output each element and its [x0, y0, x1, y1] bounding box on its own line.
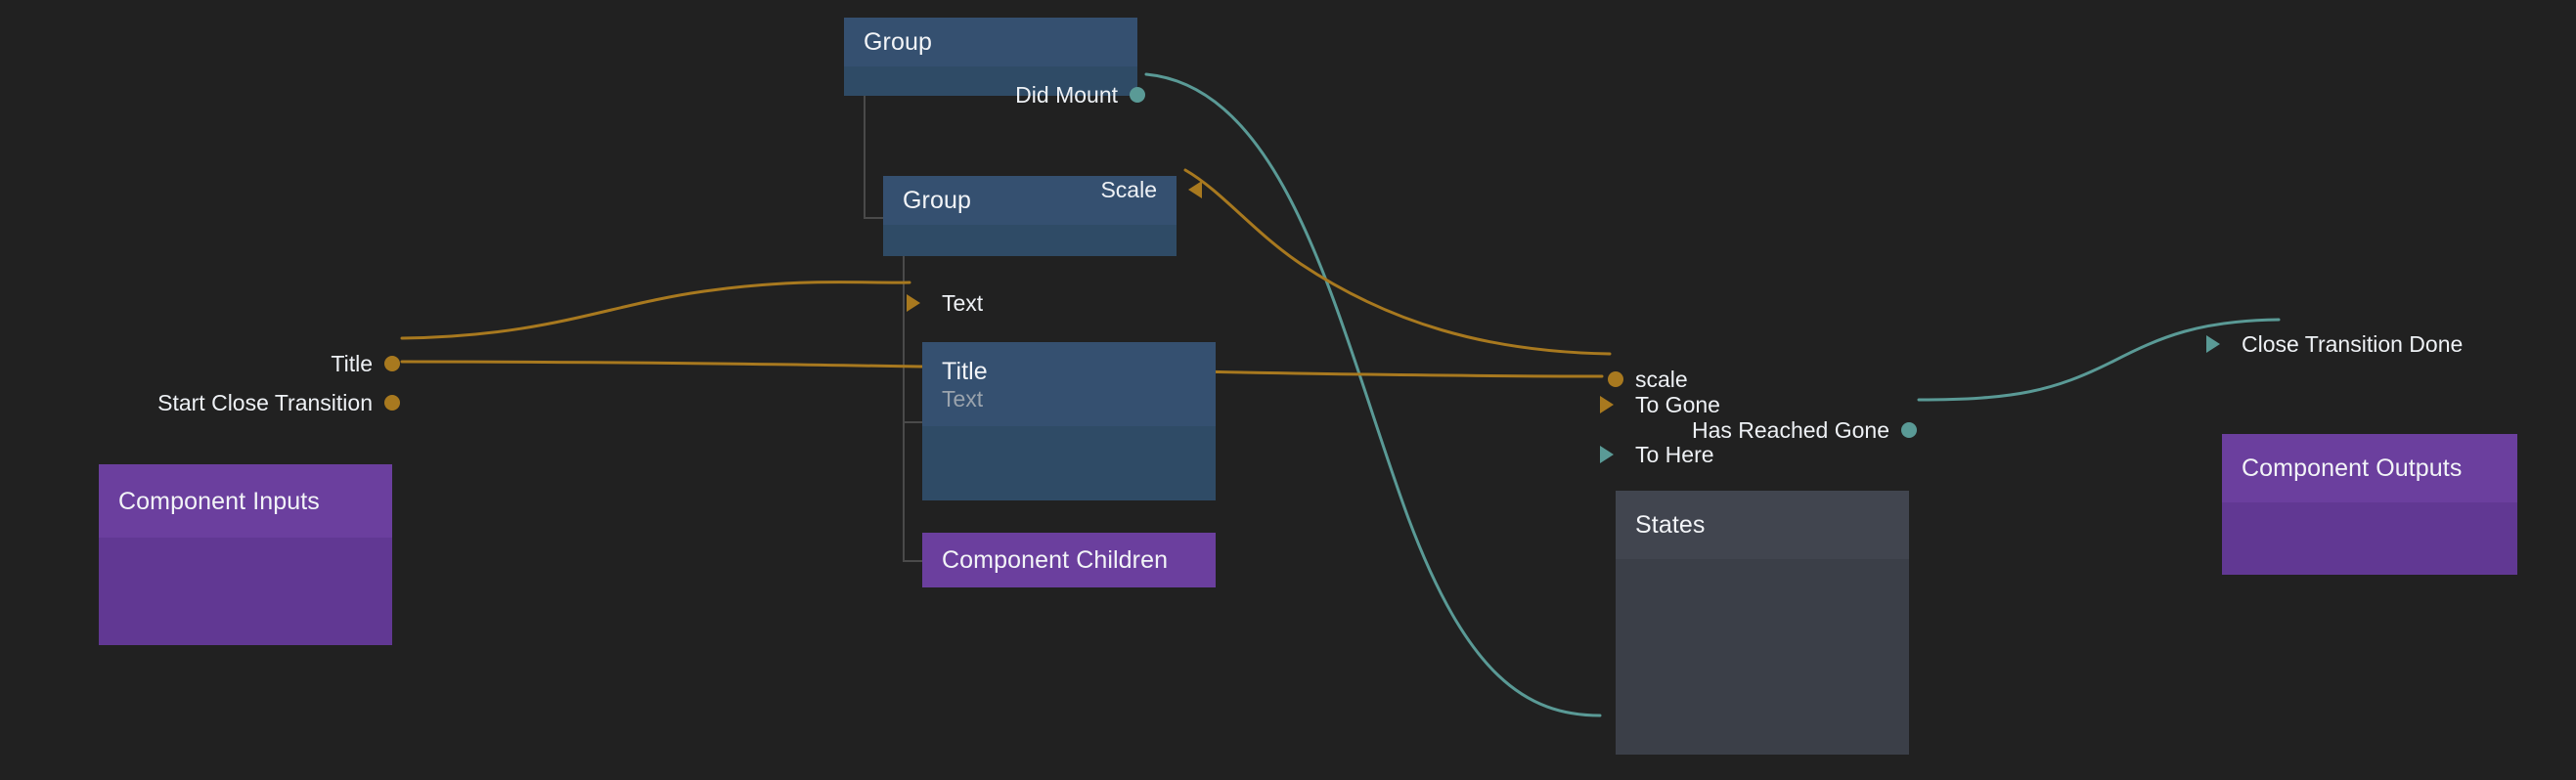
- node-title: States: [1635, 511, 1706, 539]
- port-row[interactable]: To Here: [1600, 440, 1909, 469]
- port-row[interactable]: Title: [99, 349, 400, 378]
- hierarchy-line-horizontal: [903, 560, 922, 562]
- port-arrow-icon[interactable]: [1188, 181, 1202, 198]
- port-row[interactable]: Has Reached Gone: [1616, 415, 1917, 445]
- node-title: Component Inputs: [118, 487, 320, 515]
- port-row[interactable]: Did Mount: [844, 80, 1145, 109]
- port-label: Did Mount: [1015, 81, 1118, 108]
- port-row[interactable]: To Gone: [1600, 390, 1909, 419]
- port-label: To Gone: [1635, 391, 1720, 417]
- node-body: [844, 66, 1137, 96]
- hierarchy-line-horizontal: [864, 217, 883, 219]
- port-row[interactable]: scale: [1608, 365, 1909, 394]
- port-label: Title: [331, 350, 373, 376]
- port-label: To Here: [1635, 441, 1714, 467]
- node-header[interactable]: Group: [844, 18, 1137, 66]
- node-body: [922, 426, 1216, 500]
- port-circle-icon[interactable]: [1901, 422, 1917, 438]
- hierarchy-line-vertical: [864, 96, 866, 217]
- port-label: Start Close Transition: [157, 389, 373, 415]
- node-component-children[interactable]: Component Children: [922, 533, 1216, 587]
- port-label: Scale: [1100, 176, 1157, 202]
- node-component-outputs[interactable]: Component Outputs Close Transition Done: [2206, 331, 2517, 575]
- port-row[interactable]: Start Close Transition: [99, 388, 400, 417]
- node-header[interactable]: States: [1616, 491, 1909, 559]
- port-circle-icon[interactable]: [1608, 371, 1623, 387]
- port-circle-icon[interactable]: [1130, 87, 1145, 103]
- node-title: Title: [942, 357, 988, 385]
- node-body: [2222, 502, 2517, 575]
- hierarchy-line-vertical: [903, 256, 905, 560]
- port-row[interactable]: Text: [907, 288, 1216, 318]
- port-label: Has Reached Gone: [1691, 416, 1889, 443]
- hierarchy-line-vertical: [903, 256, 905, 421]
- node-header[interactable]: Component Inputs: [99, 464, 392, 538]
- node-title: Component Outputs: [2242, 455, 2463, 482]
- port-label: scale: [1635, 366, 1688, 392]
- node-title: Group: [864, 28, 932, 56]
- connection-edge[interactable]: [400, 281, 911, 340]
- port-row[interactable]: Close Transition Done: [2206, 329, 2517, 359]
- node-body: [1616, 559, 1909, 755]
- port-label: Close Transition Done: [2242, 330, 2464, 357]
- node-header[interactable]: Component Outputs: [2222, 434, 2517, 502]
- port-arrow-icon[interactable]: [1600, 396, 1614, 413]
- node-header[interactable]: Group: [883, 176, 1177, 225]
- port-arrow-icon[interactable]: [1600, 446, 1614, 463]
- connection-edge[interactable]: [1183, 168, 1612, 356]
- node-group-2[interactable]: Group Scale: [883, 175, 1202, 256]
- node-title: Group: [903, 187, 971, 214]
- port-circle-icon[interactable]: [384, 395, 400, 411]
- node-header[interactable]: Component Children: [922, 533, 1216, 587]
- port-circle-icon[interactable]: [384, 356, 400, 371]
- node-subtitle: Text: [942, 385, 984, 412]
- port-arrow-icon[interactable]: [907, 294, 920, 312]
- port-label: Text: [942, 289, 984, 316]
- node-body: [883, 225, 1177, 256]
- hierarchy-line-horizontal: [903, 421, 922, 423]
- node-title: Component Children: [942, 546, 1169, 574]
- port-row[interactable]: Scale: [883, 175, 1202, 204]
- port-arrow-icon[interactable]: [2206, 335, 2220, 353]
- node-body: [99, 538, 392, 645]
